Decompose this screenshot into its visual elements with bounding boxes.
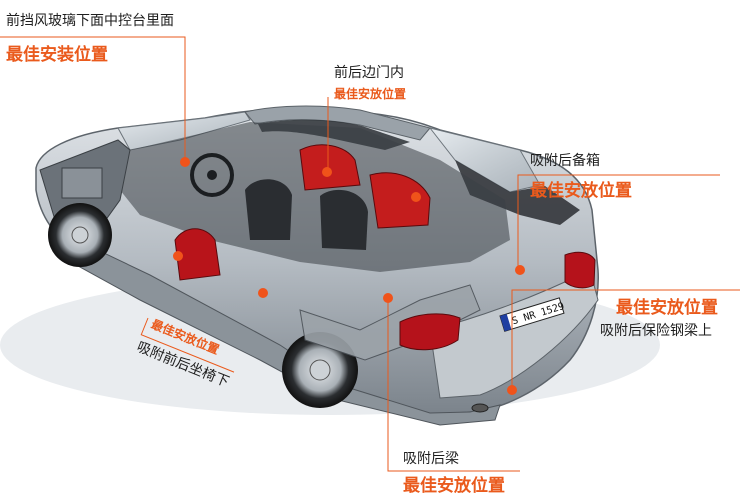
callout-rear-beam-title: 吸附后梁 [403,451,459,467]
callout-rear-door-note: 最佳安放位置 [334,87,407,101]
leader-trunk [517,174,720,270]
cabin-interior [120,122,510,272]
leader-dashboard [0,36,186,160]
callout-rear-beam-note: 最佳安放位置 [403,476,505,496]
callout-bumper-title: 吸附后保险钢梁上 [600,323,712,339]
engine-block [61,167,103,199]
callout-dashboard-title: 前挡风玻璃下面中控台里面 [6,13,174,29]
front-wheel-hub [71,226,89,244]
roof-frame [244,105,431,141]
rear-wheel-hub [309,359,331,381]
callout-lines [0,36,740,472]
callout-trunk-title: 吸附后备箱 [530,153,600,169]
rear-seat-red [299,144,361,191]
dot-rear-door-1 [322,167,332,177]
dot-bumper [507,385,517,395]
dot-rear-door-2 [411,192,421,202]
steering-wheel [190,153,234,197]
callout-trunk-note: 最佳安放位置 [530,181,632,201]
tail-light-right [564,251,596,289]
seat-back-dark [245,179,292,240]
dot-rear-beam [383,293,393,303]
exhaust-pipe [471,403,489,413]
seat-callout-bracket [140,317,235,373]
callout-dashboard-note: 最佳安装位置 [6,45,108,65]
rear-window [428,127,541,193]
dot-seat-rear [258,288,268,298]
marker-dots [173,157,525,395]
dot-trunk [515,265,525,275]
leader-rear-beam [387,300,520,472]
seat-back-dark-2 [320,189,368,250]
callout-bumper-note: 最佳安放位置 [616,298,718,318]
rear-suspension [299,284,481,361]
front-seat-left [174,228,221,281]
dot-seat-front [173,251,183,261]
rear-seat-red-2 [369,172,431,229]
callout-rear-door-title: 前后边门内 [334,65,404,81]
tail-light-left [399,313,461,351]
dot-dashboard [180,157,190,167]
steering-hub [207,170,217,180]
leader-bumper [511,289,740,390]
